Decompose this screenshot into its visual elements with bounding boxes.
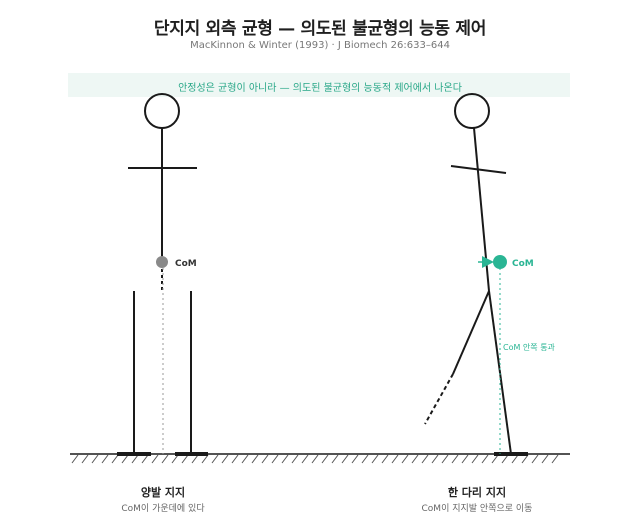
ground-hatch-mark [441, 454, 449, 464]
ground-hatch-mark [271, 454, 279, 464]
ground-hatch-mark [401, 454, 409, 464]
left-com-label: CoM [175, 259, 197, 269]
ground-hatch-mark [111, 454, 119, 464]
ground-hatch-mark [171, 454, 179, 464]
ground-hatch-mark [101, 454, 109, 464]
key-message-banner [68, 73, 570, 97]
ground-hatch-mark [411, 454, 419, 464]
ground-hatch-mark [531, 454, 539, 464]
right-trunk [473, 127, 490, 292]
ground-hatch-mark [491, 454, 499, 464]
ground-hatch-mark [451, 454, 459, 464]
ground-hatch-mark [181, 454, 189, 464]
ground-hatch-mark [151, 454, 159, 464]
ground-hatch-mark [461, 454, 469, 464]
ground-hatch-mark [221, 454, 229, 464]
ground-hatch-mark [471, 454, 479, 464]
page-title: 단지지 외측 균형 — 의도된 불균형의 능동 제어 [153, 19, 487, 39]
left-caption-sub: CoM이 가운데에 있다 [121, 504, 205, 514]
ground-hatch-mark [311, 454, 319, 464]
ground-hatch-mark [131, 454, 139, 464]
figure-double-support: CoM [117, 93, 208, 456]
right-head [454, 93, 490, 129]
ground-hatch-mark [371, 454, 379, 464]
ground-hatch-mark [521, 454, 529, 464]
ground-hatch-mark [331, 454, 339, 464]
ground-hatch-mark [261, 454, 269, 464]
right-shoulders [450, 165, 507, 174]
right-caption-sub: CoM이 지지발 안쪽으로 이동 [421, 504, 533, 514]
right-com-marker [493, 255, 507, 269]
ground-hatch-mark [121, 454, 129, 464]
right-stance-leg [488, 290, 512, 455]
ground-hatch-mark [231, 454, 239, 464]
ground-hatch-mark [201, 454, 209, 464]
ground-hatch-mark [541, 454, 549, 464]
ground-hatch-mark [351, 454, 359, 464]
right-com-path-label: CoM 안쪽 통과 [503, 342, 556, 352]
ground-hatch-mark [421, 454, 429, 464]
ground-hatch-mark [241, 454, 249, 464]
ground-hatch-mark [321, 454, 329, 464]
ground [70, 453, 570, 464]
ground-hatch-mark [91, 454, 99, 464]
ground-hatch-mark [551, 454, 559, 464]
left-caption-title: 양발 지지 [140, 486, 186, 499]
ground-hatch-mark [251, 454, 259, 464]
right-swing-thigh [452, 290, 490, 375]
ground-hatch-mark [501, 454, 509, 464]
key-message-text: 안정성은 균형이 아니라 — 의도된 불균형의 능동적 제어에서 나온다 [178, 83, 462, 94]
citation-subtitle: MacKinnon & Winter (1993) · J Biomech 26… [190, 40, 450, 51]
ground-hatch-mark [381, 454, 389, 464]
ground-hatch-mark [301, 454, 309, 464]
ground-hatch-mark [361, 454, 369, 464]
ground-hatch-mark [431, 454, 439, 464]
left-com-marker [156, 256, 168, 268]
ground-hatch-mark [511, 454, 519, 464]
ground-hatch-mark [211, 454, 219, 464]
figure-single-support: CoM CoM 안쪽 통과 [424, 93, 556, 456]
ground-hatch-mark [161, 454, 169, 464]
ground-hatch-mark [191, 454, 199, 464]
ground-hatch-mark [141, 454, 149, 464]
ground-hatch-mark [281, 454, 289, 464]
right-caption-title: 한 다리 지지 [447, 486, 507, 499]
ground-hatch-mark [291, 454, 299, 464]
ground-hatch-mark [81, 454, 89, 464]
right-swing-shank [424, 373, 454, 425]
ground-hatch-mark [71, 454, 79, 464]
right-com-label: CoM [512, 259, 534, 269]
left-head [144, 93, 180, 129]
ground-hatch-mark [391, 454, 399, 464]
ground-hatch-mark [481, 454, 489, 464]
ground-hatch-mark [341, 454, 349, 464]
